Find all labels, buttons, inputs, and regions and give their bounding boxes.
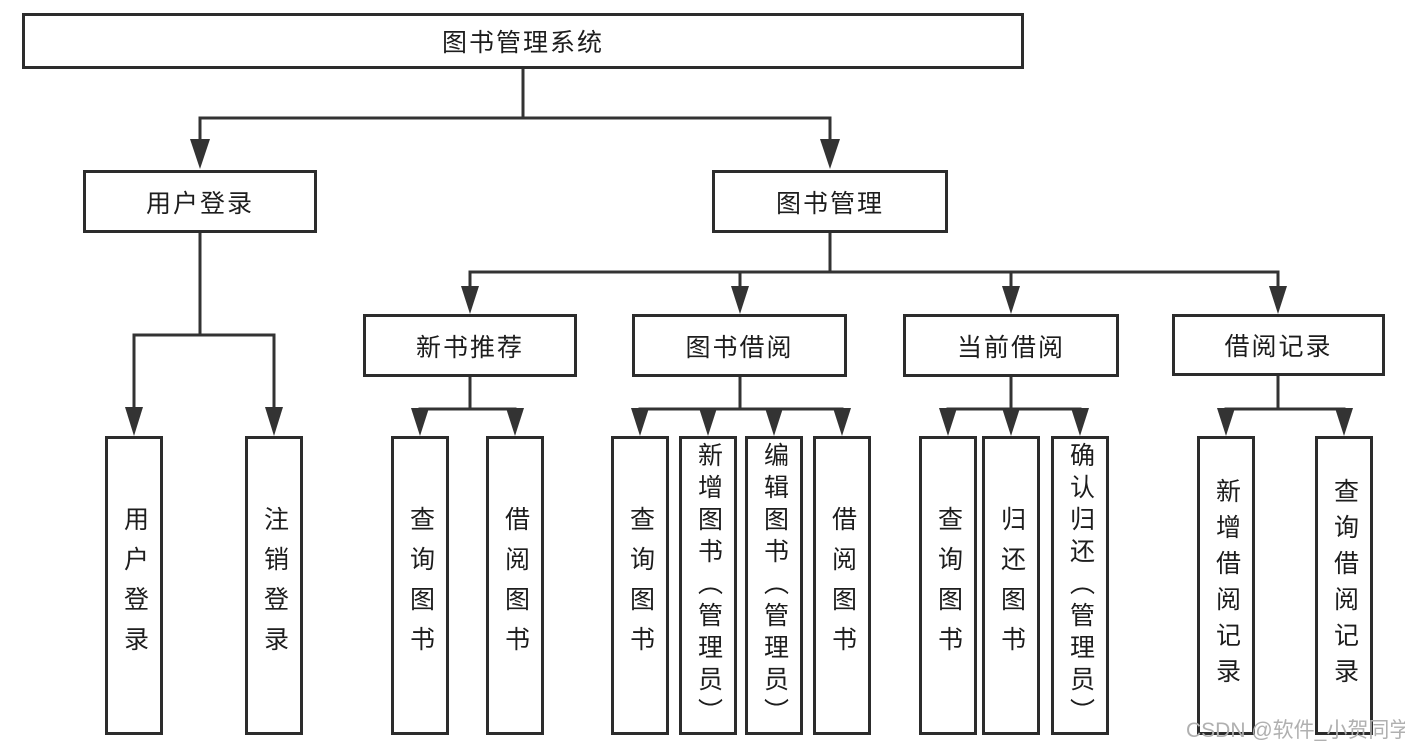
- node-book-borrow-label: 图书借阅: [685, 333, 794, 362]
- leaf-query-books-rec-label: 查询图书: [406, 505, 435, 666]
- leaf-add-books-admin-label: 新增图书（管理员）: [694, 441, 723, 730]
- arrowhead-leaf: [411, 408, 429, 436]
- node-borrow-record-label: 借阅记录: [1224, 333, 1333, 361]
- leaf-borrow-books-rec-label: 借阅图书: [501, 505, 530, 666]
- leaf-user-login-label: 用户登录: [120, 505, 149, 666]
- arrowhead-to-book-mgmt: [820, 139, 840, 169]
- node-root: 图书管理系统: [22, 13, 1024, 69]
- node-user-login: 用户登录: [83, 170, 317, 233]
- arrowhead-to-new-book-rec: [461, 286, 479, 314]
- leaf-query-borrow-record-label: 查询借阅记录: [1330, 477, 1359, 694]
- leaf-add-borrow-record-label: 新增借阅记录: [1212, 477, 1241, 694]
- leaf-return-books-label: 归还图书: [997, 505, 1026, 666]
- leaf-edit-books-admin-label: 编辑图书（管理员）: [760, 441, 789, 730]
- csdn-watermark: CSDN @软件_小贺同学: [1186, 719, 1405, 742]
- arrowhead-to-user-login: [190, 139, 210, 169]
- leaf-query-books-borrow: 查询图书: [611, 436, 669, 735]
- node-book-mgmt: 图书管理: [712, 170, 948, 233]
- arrowhead-leaf: [833, 408, 851, 436]
- connector-root-split: [198, 67, 832, 142]
- leaf-query-books-current: 查询图书: [919, 436, 977, 735]
- connector-user-login-split: [132, 232, 276, 410]
- leaf-add-books-admin: 新增图书（管理员）: [679, 436, 737, 735]
- node-current-borrow-label: 当前借阅: [956, 333, 1065, 362]
- leaf-query-books-current-label: 查询图书: [934, 505, 963, 666]
- connector-borrow-record-split: [1224, 376, 1346, 412]
- arrowhead-to-book-borrow: [731, 286, 749, 314]
- arrowhead-leaf: [765, 408, 783, 436]
- leaf-return-books: 归还图书: [982, 436, 1040, 735]
- leaf-add-borrow-record: 新增借阅记录: [1197, 436, 1255, 735]
- leaf-query-borrow-record: 查询借阅记录: [1315, 436, 1373, 735]
- arrowhead-to-borrow-record: [1269, 286, 1287, 314]
- arrowhead-leaf: [506, 408, 524, 436]
- arrowhead-leaf: [1071, 408, 1089, 436]
- connector-book-mgmt-split: [468, 232, 1280, 288]
- arrowhead-to-leaf-user-login: [125, 407, 143, 436]
- arrowhead-leaf: [631, 408, 649, 436]
- node-new-book-rec: 新书推荐: [363, 314, 577, 377]
- arrowhead-to-leaf-logout: [265, 407, 283, 436]
- node-current-borrow: 当前借阅: [903, 314, 1119, 377]
- arrowhead-leaf: [699, 408, 717, 436]
- leaf-logout-label: 注销登录: [260, 505, 289, 666]
- node-new-book-rec-label: 新书推荐: [415, 333, 524, 362]
- leaf-query-books-rec: 查询图书: [391, 436, 449, 735]
- leaf-borrow-books: 借阅图书: [813, 436, 871, 735]
- node-root-label: 图书管理系统: [441, 29, 604, 57]
- connector-book-borrow-split: [638, 377, 844, 412]
- arrowhead-leaf: [1335, 408, 1353, 436]
- node-book-mgmt-label: 图书管理: [775, 189, 884, 218]
- leaf-borrow-books-rec: 借阅图书: [486, 436, 544, 735]
- leaf-user-login: 用户登录: [105, 436, 163, 735]
- connector-current-borrow-split: [946, 377, 1082, 412]
- node-user-login-label: 用户登录: [145, 189, 254, 218]
- leaf-logout: 注销登录: [245, 436, 303, 735]
- leaf-confirm-return-admin: 确认归还（管理员）: [1051, 436, 1109, 735]
- leaf-borrow-books-label: 借阅图书: [828, 505, 857, 666]
- leaf-edit-books-admin: 编辑图书（管理员）: [745, 436, 803, 735]
- node-book-borrow: 图书借阅: [632, 314, 847, 377]
- arrowhead-leaf: [1002, 408, 1020, 436]
- arrowhead-to-current-borrow: [1002, 286, 1020, 314]
- connector-new-book-rec-split: [418, 377, 517, 412]
- arrowhead-leaf: [939, 408, 957, 436]
- arrowhead-leaf: [1217, 408, 1235, 436]
- leaf-query-books-borrow-label: 查询图书: [626, 505, 655, 666]
- leaf-confirm-return-admin-label: 确认归还（管理员）: [1066, 441, 1095, 730]
- node-borrow-record: 借阅记录: [1172, 314, 1385, 376]
